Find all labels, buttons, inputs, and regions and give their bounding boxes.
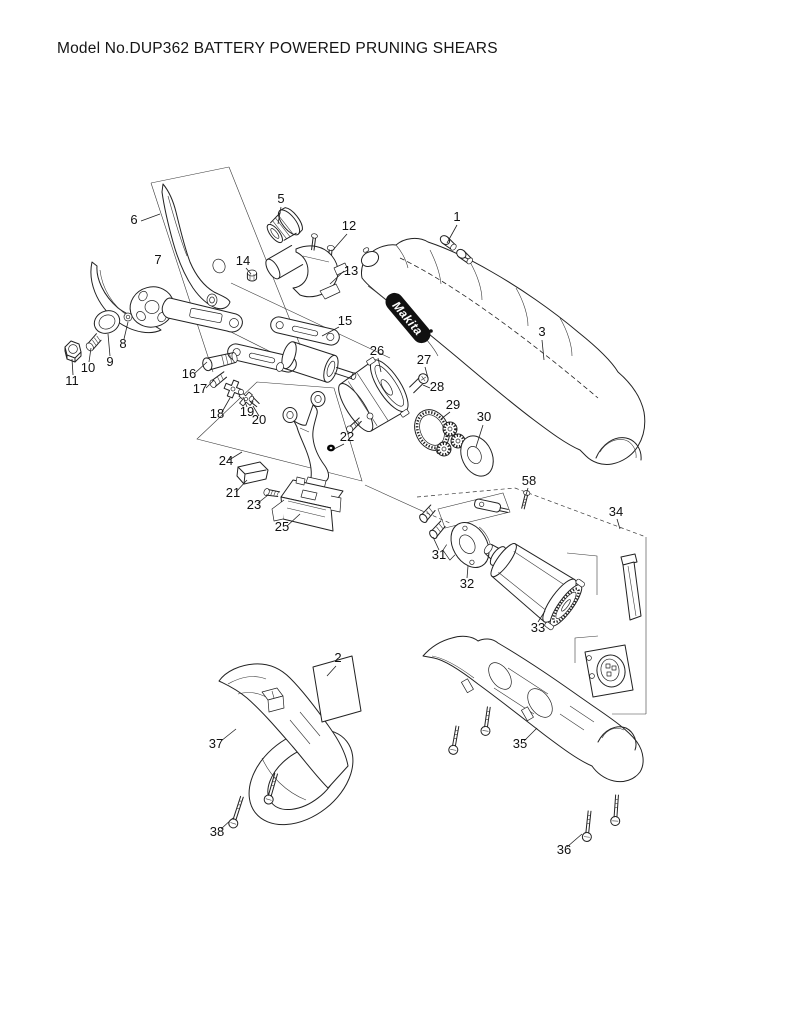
- screw-10: [85, 333, 102, 352]
- leader-lines: [71, 206, 621, 848]
- part-label-29: 29: [446, 397, 460, 412]
- part-label-3: 3: [538, 324, 545, 339]
- part-label-23: 23: [247, 497, 261, 512]
- part-label-35: 35: [513, 736, 527, 751]
- part-label-28: 28: [430, 379, 444, 394]
- cam-cluster-18-19-20: [223, 379, 260, 408]
- part-label-16: 16: [182, 366, 196, 381]
- part-label-7: 7: [154, 252, 161, 267]
- part-label-13: 13: [344, 263, 358, 278]
- part-label-14: 14: [236, 253, 250, 268]
- part-label-6: 6: [130, 212, 137, 227]
- part-label-30: 30: [477, 409, 491, 424]
- motor-plate-32: [442, 522, 492, 568]
- part-label-32: 32: [460, 576, 474, 591]
- part-label-37: 37: [209, 736, 223, 751]
- nut-14: [246, 269, 258, 282]
- part-label-27: 27: [417, 352, 431, 367]
- construction-lines: [150, 166, 647, 715]
- part-label-22: 22: [340, 429, 354, 444]
- part-label-12: 12: [342, 218, 356, 233]
- part-label-10: 10: [81, 360, 95, 375]
- part-label-15: 15: [338, 313, 352, 328]
- roller-bushing-5: [266, 207, 303, 244]
- part-label-8: 8: [119, 336, 126, 351]
- washer-30: [460, 435, 494, 477]
- part-labels: 1 2 3 5 6 7 8 9 10 11 12 13 14 15 16 17 …: [65, 191, 623, 857]
- part-label-21: 21: [226, 485, 240, 500]
- part-label-2: 2: [334, 650, 341, 665]
- part-label-26: 26: [370, 343, 384, 358]
- part-label-19: 19: [240, 404, 254, 419]
- part-label-24: 24: [219, 453, 233, 468]
- ring-gear-29: [414, 409, 466, 457]
- motor-33: [483, 543, 585, 631]
- screw-23: [263, 488, 281, 497]
- part-label-9: 9: [106, 354, 113, 369]
- label-sheet-2: [312, 655, 362, 723]
- connector-socket: [584, 644, 634, 698]
- part-label-18: 18: [210, 406, 224, 421]
- strip-34: [620, 553, 642, 621]
- part-label-5: 5: [277, 191, 284, 206]
- part-label-58: 58: [522, 473, 536, 488]
- upper-blade: [161, 183, 231, 310]
- clamp-13: [265, 233, 349, 300]
- part-label-33: 33: [531, 620, 545, 635]
- page-title: Model No.DUP362 BATTERY POWERED PRUNING …: [57, 40, 498, 57]
- nut-22: [327, 444, 335, 452]
- planet-gears: [436, 421, 466, 457]
- housing-half-37: [218, 663, 354, 826]
- battery-terminal: [261, 687, 285, 713]
- lever-piece-58-group: [474, 490, 531, 513]
- block-21: [236, 461, 269, 485]
- screw-17: [209, 371, 228, 388]
- part-label-36: 36: [557, 842, 571, 857]
- switch-box-25: [271, 476, 344, 532]
- part-label-38: 38: [210, 824, 224, 839]
- part-label-25: 25: [275, 519, 289, 534]
- part-label-17: 17: [193, 381, 207, 396]
- main-housing-3: Makita: [360, 237, 646, 465]
- blade-holder-assembly: [90, 261, 243, 334]
- handle-screws-38: [228, 772, 278, 829]
- pin-bolt-16: [202, 352, 238, 372]
- blade-pivot-hardware: [64, 310, 133, 363]
- logo-dot: [429, 329, 433, 333]
- gear-housing-26: [338, 357, 410, 433]
- part-label-34: 34: [609, 504, 623, 519]
- actuator-cylinder: [276, 341, 357, 383]
- part-label-11: 11: [65, 373, 79, 388]
- motor-screws-31: [419, 504, 446, 539]
- housing-half-35: [422, 635, 644, 783]
- part-label-31: 31: [432, 547, 446, 562]
- trigger-lever: [282, 391, 329, 494]
- part-label-1: 1: [453, 209, 460, 224]
- screw-58: [521, 490, 531, 510]
- housing-screws-36: [448, 706, 621, 842]
- nut-11: [64, 340, 82, 363]
- part-label-20: 20: [252, 412, 266, 427]
